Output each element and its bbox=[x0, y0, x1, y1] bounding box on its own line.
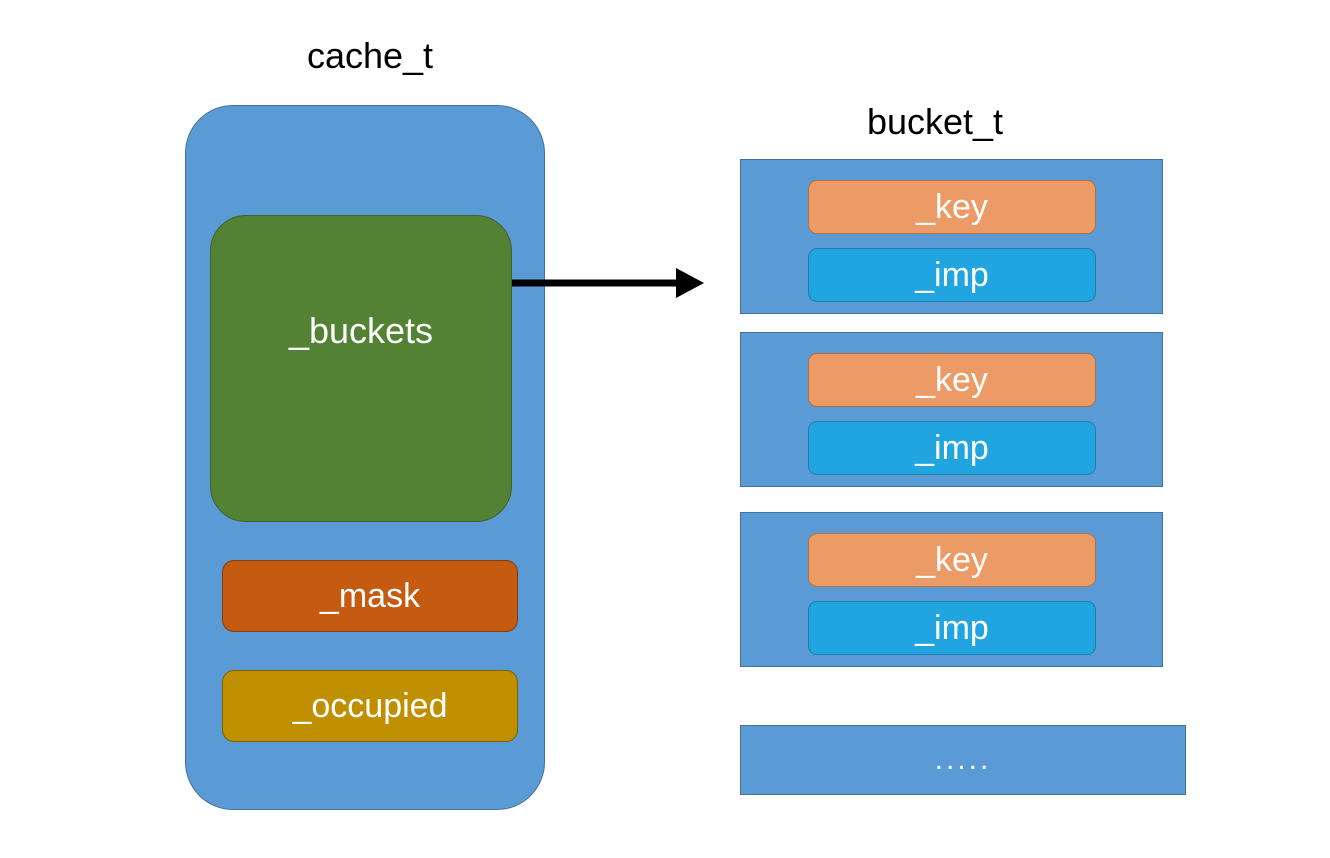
bucket-ellipsis-label: ..... bbox=[934, 743, 992, 776]
bucket-key-label: _key bbox=[916, 361, 988, 399]
bucket-key-slot: _key bbox=[808, 353, 1096, 407]
field-occupied-label: _occupied bbox=[292, 687, 448, 725]
bucket-imp-slot: _imp bbox=[808, 248, 1096, 302]
bucket-key-slot: _key bbox=[808, 180, 1096, 234]
bucket-imp-label: _imp bbox=[915, 429, 989, 467]
buckets-pointer-arrow-icon bbox=[512, 268, 704, 298]
bucket-imp-label: _imp bbox=[915, 256, 989, 294]
bucket-key-slot: _key bbox=[808, 533, 1096, 587]
bucket-entry: _key _imp bbox=[740, 332, 1163, 487]
field-buckets: _buckets bbox=[210, 215, 512, 522]
field-buckets-label: _buckets bbox=[288, 309, 434, 351]
bucket-title: bucket_t bbox=[866, 101, 1004, 142]
cache-title: cache_t bbox=[306, 35, 434, 76]
bucket-key-label: _key bbox=[916, 541, 988, 579]
field-mask: _mask bbox=[222, 560, 518, 632]
bucket-imp-slot: _imp bbox=[808, 601, 1096, 655]
bucket-imp-label: _imp bbox=[915, 609, 989, 647]
bucket-entry: _key _imp bbox=[740, 512, 1163, 667]
bucket-key-label: _key bbox=[916, 188, 988, 226]
bucket-imp-slot: _imp bbox=[808, 421, 1096, 475]
bucket-entry: _key _imp bbox=[740, 159, 1163, 314]
field-occupied: _occupied bbox=[222, 670, 518, 742]
bucket-ellipsis-box: ..... bbox=[740, 725, 1186, 795]
field-mask-label: _mask bbox=[319, 577, 421, 615]
